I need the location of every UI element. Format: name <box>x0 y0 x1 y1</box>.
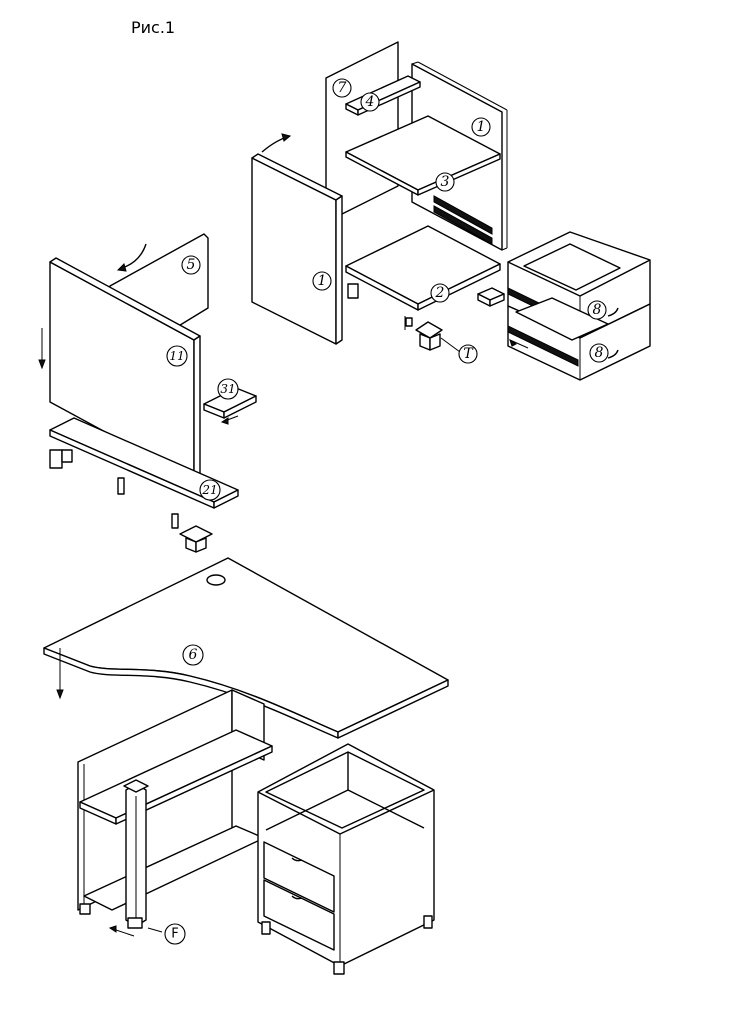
support-foot-T <box>415 321 443 339</box>
callout-4: 4 <box>360 92 380 112</box>
callout-T: T <box>458 344 478 364</box>
svg-text:2: 2 <box>435 285 445 301</box>
svg-text:3: 3 <box>441 174 450 190</box>
callout-2: 2 <box>430 283 450 303</box>
bottom-panel-2 <box>345 225 501 305</box>
desk-frame-exploded <box>38 233 257 553</box>
callout-F: F <box>164 923 186 945</box>
svg-text:21: 21 <box>201 483 217 497</box>
callout-8-upper: 8 <box>587 300 607 320</box>
svg-text:5: 5 <box>187 257 196 273</box>
callout-3: 3 <box>435 172 455 192</box>
svg-text:F: F <box>171 927 178 942</box>
svg-text:6: 6 <box>189 647 198 663</box>
svg-text:T: T <box>463 346 474 362</box>
svg-text:1: 1 <box>318 273 327 289</box>
svg-text:1: 1 <box>477 119 486 135</box>
foot-large <box>179 525 213 543</box>
svg-text:11: 11 <box>169 349 184 363</box>
callout-21: 21 <box>199 479 221 501</box>
left-side-panel <box>251 157 337 345</box>
callout-1-left: 1 <box>312 271 332 291</box>
callout-8-lower: 8 <box>589 343 609 363</box>
callout-11: 11 <box>166 345 188 367</box>
drawer-lower <box>507 297 651 381</box>
callout-6: 6 <box>182 644 204 666</box>
svg-text:8: 8 <box>595 345 604 361</box>
svg-text:4: 4 <box>365 94 375 110</box>
callout-1-right: 1 <box>471 117 491 137</box>
svg-text:31: 31 <box>220 382 235 396</box>
figure-title: Рис.1 <box>131 18 176 37</box>
callout-7: 7 <box>332 78 352 98</box>
assembled-desk <box>43 557 449 975</box>
pedestal-cabinet-exploded <box>251 41 508 353</box>
svg-text:8: 8 <box>593 302 602 318</box>
callout-31: 31 <box>217 378 239 400</box>
svg-text:7: 7 <box>338 80 347 96</box>
callout-5: 5 <box>181 255 201 275</box>
cable-hole <box>206 574 226 586</box>
